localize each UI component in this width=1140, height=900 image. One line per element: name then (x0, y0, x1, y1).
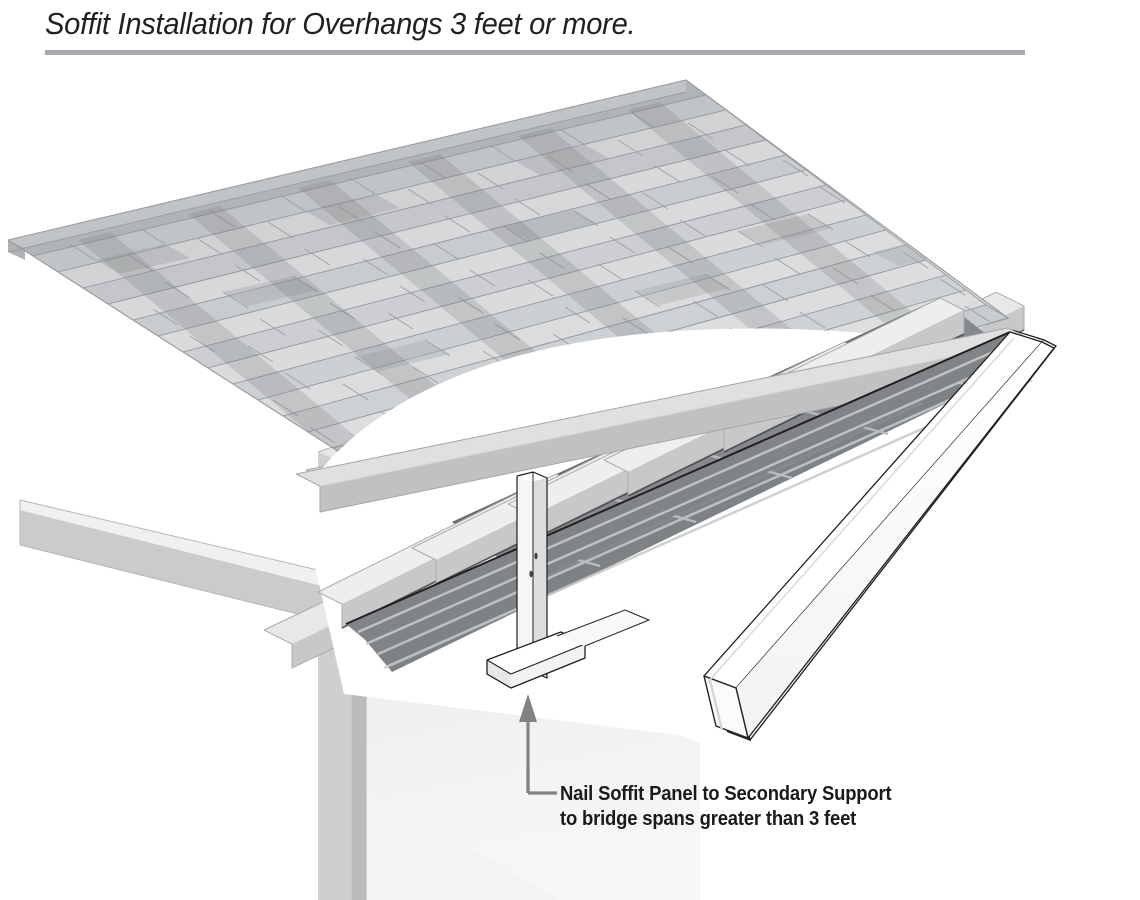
callout-leader (519, 694, 557, 795)
callout-text: Nail Soffit Panel to Secondary Support t… (560, 781, 892, 831)
title-divider-rule (45, 50, 1025, 55)
nail-marks (529, 552, 538, 578)
secondary-support-post-front (486, 471, 651, 689)
primary-rafter-front (295, 327, 1033, 513)
fascia-board-front (702, 331, 1056, 740)
horizontal-beam (19, 499, 353, 623)
page-title: Soffit Installation for Overhangs 3 feet… (45, 6, 636, 41)
callout-line-1: Nail Soffit Panel to Secondary Support (560, 782, 892, 805)
callout-line-2: to bridge spans greater than 3 feet (560, 807, 857, 830)
